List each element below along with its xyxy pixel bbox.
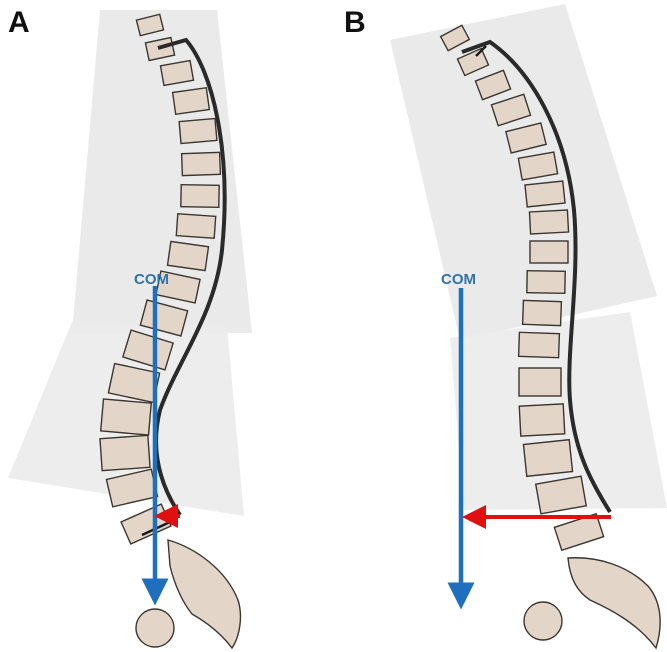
vertebra: [519, 368, 561, 396]
panel-b-label: B: [344, 6, 366, 39]
vertebra: [523, 440, 572, 477]
vertebra: [182, 152, 221, 175]
panel-a-femoral-head: [136, 609, 174, 647]
vertebra: [173, 88, 210, 115]
panel-b: B: [344, 4, 667, 648]
panel-a-com-label: COM: [134, 271, 169, 288]
panel-a-sacrum: [168, 540, 240, 648]
vertebra: [101, 399, 152, 435]
panel-a-label: A: [8, 6, 30, 39]
vertebra: [525, 181, 565, 207]
vertebra: [554, 514, 603, 550]
panel-b-com-label: COM: [441, 271, 476, 288]
vertebra: [181, 185, 219, 208]
vertebra: [519, 332, 560, 357]
vertebra: [530, 241, 568, 263]
panel-a: A: [8, 6, 252, 648]
vertebra: [179, 118, 217, 143]
vertebra: [529, 210, 568, 234]
vertebra: [160, 61, 193, 86]
vertebra: [527, 271, 565, 294]
panel-b-femoral-head: [524, 602, 562, 640]
vertebra: [168, 241, 209, 270]
panel-b-sacrum: [568, 558, 660, 648]
vertebra: [519, 404, 565, 436]
vertebra: [100, 435, 150, 470]
vertebra: [176, 214, 215, 239]
vertebra: [523, 300, 562, 325]
